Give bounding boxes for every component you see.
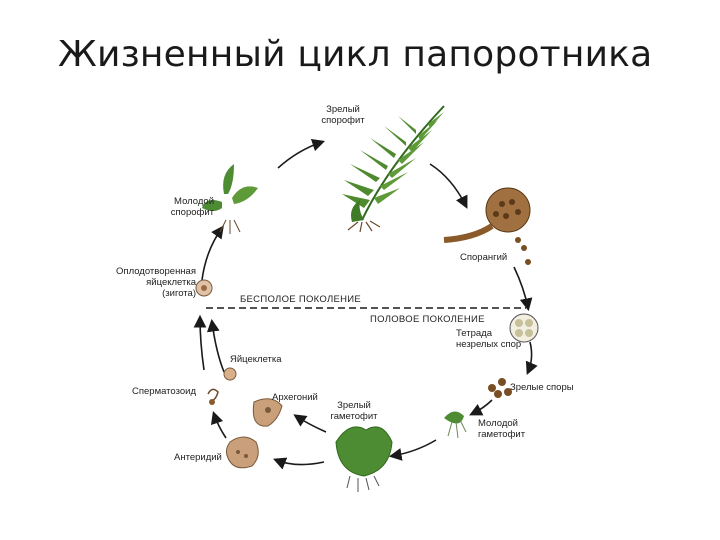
label-mature-gametophyte: Зрелый гаметофит bbox=[330, 400, 378, 422]
arrow-spermatozoid-to-zygote bbox=[193, 314, 207, 371]
arrow-egg-to-zygote bbox=[206, 318, 225, 373]
slide-title: Жизненный цикл папоротника bbox=[58, 34, 653, 75]
mature-fern-illustration bbox=[342, 105, 445, 233]
arrow-tetrad-to-spores bbox=[525, 341, 538, 375]
label-sexual-generation: ПОЛОВОЕ ПОКОЛЕНИЕ bbox=[370, 314, 485, 325]
spermatozoid-illustration bbox=[207, 388, 219, 405]
young-gametophyte-illustration bbox=[444, 411, 467, 439]
label-young-sporophyte: Молодой спорофит bbox=[170, 196, 214, 218]
label-zygote: Оплодотворенная яйцеклетка (зигота) bbox=[116, 266, 196, 299]
cycle-arrows bbox=[193, 138, 538, 470]
label-mature-spores: Зрелые споры bbox=[510, 382, 574, 393]
archegonium-illustration bbox=[252, 398, 283, 427]
arrow-mature-to-antheridium bbox=[273, 457, 325, 470]
arrow-gametophyte-to-archegonium bbox=[293, 414, 327, 433]
label-egg-cell: Яйцеклетка bbox=[230, 354, 282, 365]
arrow-young-to-mature-gametophyte bbox=[388, 439, 437, 461]
arrow-antheridium-to-spermatozoid bbox=[210, 410, 227, 439]
arrow-sporangium-down bbox=[513, 266, 533, 312]
label-spermatozoid: Сперматозоид bbox=[132, 386, 196, 397]
arrow-spores-to-gametophyte bbox=[469, 399, 493, 416]
label-asexual-generation: БЕСПОЛОЕ ПОКОЛЕНИЕ bbox=[240, 294, 362, 305]
young-sporophyte-illustration bbox=[202, 164, 258, 234]
label-young-gametophyte: Молодой гаметофит bbox=[478, 418, 526, 440]
label-antheridium: Антеридий bbox=[174, 452, 222, 463]
sporangium-illustration bbox=[443, 187, 531, 265]
egg-cell-illustration bbox=[223, 367, 237, 381]
fern-life-cycle-diagram: Зрелый спорофит Спорангий Тетрада незрел… bbox=[116, 102, 596, 502]
label-mature-sporophyte: Зрелый спорофит bbox=[321, 104, 365, 126]
tetrad-illustration bbox=[509, 313, 539, 343]
label-tetrad: Тетрада незрелых спор bbox=[456, 328, 522, 350]
mature-spores-illustration bbox=[488, 378, 512, 398]
label-archegonium: Архегоний bbox=[272, 392, 318, 403]
antheridium-illustration bbox=[225, 436, 259, 469]
arrow-zygote-to-young-sporophyte bbox=[201, 225, 224, 281]
life-cycle-graphics bbox=[193, 105, 539, 492]
label-sporangium: Спорангий bbox=[460, 252, 508, 263]
mature-gametophyte-illustration bbox=[335, 426, 393, 492]
zygote-illustration bbox=[195, 279, 213, 297]
arrow-young-sporophyte-to-mature bbox=[277, 138, 326, 169]
arrow-sporophyte-to-sporangium bbox=[429, 163, 468, 209]
